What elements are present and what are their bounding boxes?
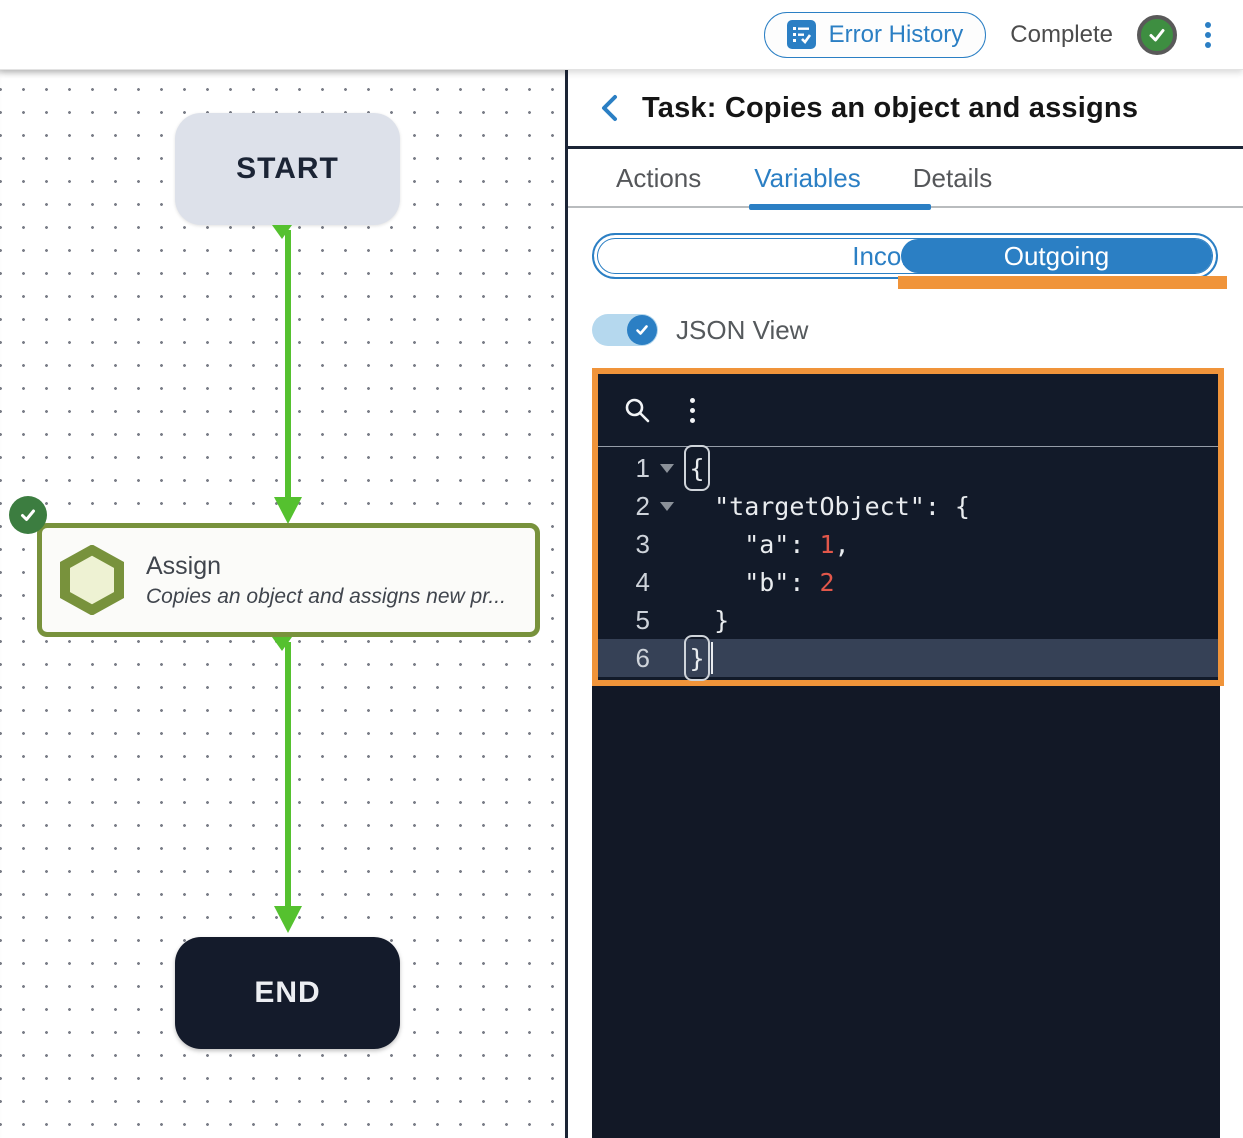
- error-history-label: Error History: [828, 20, 964, 48]
- code-line-active: 6 }: [598, 635, 1218, 681]
- text-cursor: [711, 642, 713, 674]
- editor-toolbar: [598, 374, 1218, 447]
- title-divider: [568, 146, 1243, 149]
- overflow-menu-icon[interactable]: [1201, 18, 1215, 52]
- line-number: 2: [635, 490, 650, 521]
- code-value: 1: [819, 529, 835, 559]
- node-success-check-icon: [9, 496, 47, 534]
- fold-caret-icon[interactable]: [650, 463, 684, 473]
- json-editor[interactable]: 1 { 2 "targetObject": { 3 "a": 1, 4 "b":…: [592, 368, 1224, 686]
- assign-node-title: Assign: [146, 551, 222, 580]
- line-number: 4: [635, 566, 650, 597]
- arrowhead-icon: [274, 906, 302, 933]
- direction-segmented-control: Incoming Outgoing: [592, 233, 1218, 279]
- tab-variables[interactable]: Variables: [754, 163, 861, 193]
- search-icon[interactable]: [622, 395, 652, 425]
- error-history-button[interactable]: Error History: [763, 11, 987, 58]
- tab-details[interactable]: Details: [912, 163, 993, 193]
- json-view-toggle[interactable]: [592, 314, 658, 346]
- code-text: "a":: [684, 529, 820, 559]
- checklist-icon: [786, 20, 816, 49]
- top-header: Error History Complete: [0, 0, 1243, 70]
- outgoing-highlight-bar: [898, 276, 1227, 289]
- assign-node[interactable]: Assign Copies an object and assigns new …: [37, 523, 540, 637]
- edge-assign-end: [285, 642, 291, 907]
- outgoing-segment[interactable]: Outgoing: [901, 239, 1212, 273]
- panel-title: Task: Copies an object and assigns: [642, 91, 1139, 124]
- start-node[interactable]: START: [175, 113, 400, 225]
- hexagon-task-icon: [60, 545, 124, 615]
- line-number: 6: [635, 642, 650, 673]
- edge-start-assign: [285, 230, 291, 500]
- active-tab-indicator: [749, 204, 931, 210]
- code-area[interactable]: 1 { 2 "targetObject": { 3 "a": 1, 4 "b":…: [598, 445, 1218, 681]
- code-text: "targetObject": {: [684, 491, 970, 521]
- tab-bar: Actions Variables Details: [568, 149, 1243, 208]
- back-chevron-icon[interactable]: [598, 93, 620, 123]
- line-number: 5: [635, 604, 650, 635]
- code-line: 4 "b": 2: [598, 563, 1218, 601]
- toggle-check-icon: [627, 315, 657, 345]
- editor-menu-icon[interactable]: [686, 394, 699, 427]
- arrowhead-icon: [274, 497, 302, 524]
- editor-background: [592, 686, 1220, 1138]
- fold-caret-icon[interactable]: [650, 501, 684, 511]
- bracket-highlight: {: [684, 445, 710, 491]
- code-value: 2: [819, 567, 835, 597]
- code-line: 5 }: [598, 601, 1218, 639]
- assign-node-description: Copies an object and assigns new pr...: [146, 584, 506, 608]
- code-line: 3 "a": 1,: [598, 525, 1218, 563]
- status-label: Complete: [1010, 20, 1113, 48]
- code-line: 1 {: [598, 445, 1218, 491]
- panel-divider: [565, 70, 568, 1138]
- tab-actions[interactable]: Actions: [616, 163, 702, 193]
- line-number: 3: [635, 528, 650, 559]
- code-text: "b":: [684, 567, 820, 597]
- code-text: }: [684, 605, 730, 635]
- complete-check-icon: [1137, 14, 1177, 55]
- json-view-label: JSON View: [676, 314, 809, 345]
- end-node[interactable]: END: [175, 937, 400, 1049]
- code-line: 2 "targetObject": {: [598, 487, 1218, 525]
- bracket-highlight: }: [684, 635, 710, 681]
- line-number: 1: [635, 452, 650, 483]
- flow-canvas[interactable]: START Assign Copies an object and assign…: [0, 70, 565, 1138]
